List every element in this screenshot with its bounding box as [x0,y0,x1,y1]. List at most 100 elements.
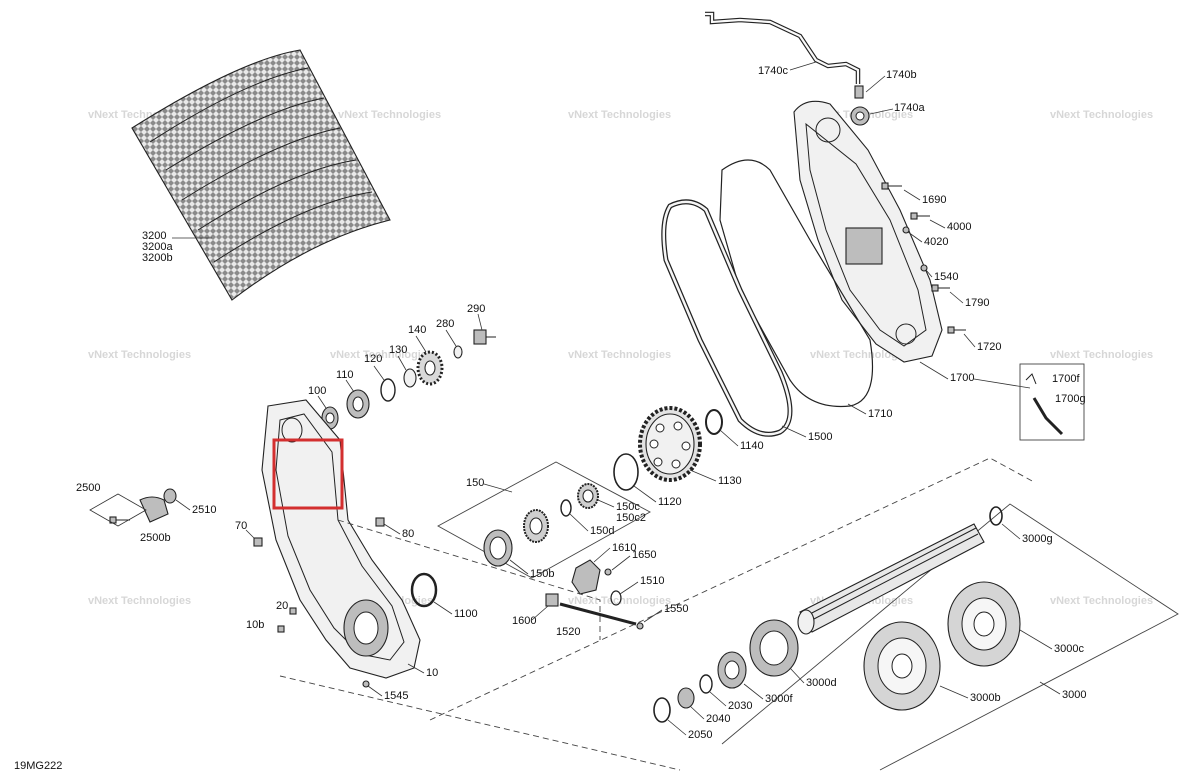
bearing-150b[interactable] [483,529,513,567]
bolt-4000[interactable] [910,212,930,220]
ring-2030[interactable] [699,674,713,694]
pin-1650[interactable] [604,568,612,576]
snap-ring-1140[interactable] [705,409,723,435]
label-150: 150 [466,477,484,489]
cage-150c[interactable] [577,483,599,509]
label-140: 140 [408,324,426,336]
label-3000b: 3000b [970,692,1001,704]
label-4020: 4020 [924,236,948,248]
breather-1740a[interactable] [850,106,870,126]
label-2050: 2050 [688,729,712,741]
watermark: vNext Technologies [810,349,913,361]
plug-1545[interactable] [362,680,370,688]
label-2500: 2500 [76,482,100,494]
nut-1550[interactable] [636,622,644,630]
leader-2030 [709,691,727,707]
label-70: 70 [235,520,247,532]
plug-2510[interactable] [163,488,177,504]
leader-110 [345,379,355,393]
bolt-1690[interactable] [881,182,902,190]
clip-1700f[interactable] [1025,373,1037,385]
label-1520: 1520 [556,626,580,638]
screw-20[interactable] [289,607,297,615]
sprocket-1130[interactable] [638,406,702,482]
nut-2040[interactable] [677,687,695,709]
ring-150d[interactable] [560,499,572,517]
bearing-110[interactable] [346,389,370,419]
snap-ring-1120[interactable] [613,453,639,491]
ring-120[interactable] [380,378,396,402]
leader-1545 [367,685,383,697]
leader-1140 [719,429,739,447]
label-1130: 1130 [718,475,742,487]
hose-1700g[interactable] [1032,397,1064,436]
leader-2050 [667,719,687,736]
label-1120: 1120 [658,496,682,508]
washer-280[interactable] [453,345,463,359]
chaincase-cover-1700[interactable] [793,100,943,363]
leader-150c [597,499,615,508]
label-3200: 3200 [142,230,166,242]
bolt-1720[interactable] [947,326,966,334]
seal-1100[interactable] [410,572,438,608]
plug-1540[interactable] [920,264,928,272]
track-3200[interactable] [131,49,391,301]
bracket-2500[interactable] [109,496,169,524]
spring-1510[interactable] [610,590,622,606]
dashed-line-lower [279,675,681,771]
bearing-3000f[interactable] [717,651,747,689]
bolt-1790[interactable] [931,284,950,292]
leader-2040 [689,705,705,720]
watermark: vNext Technologies [568,349,671,361]
chaincase-10[interactable] [261,399,421,679]
leader-3000g [1001,523,1021,540]
label-290: 290 [467,303,485,315]
label-130: 130 [389,344,407,356]
housing-3000d[interactable] [749,619,799,677]
label-1710: 1710 [868,408,892,420]
watermark: vNext Technologies [568,109,671,121]
bolt-70[interactable] [253,537,263,547]
sprocket-3000b[interactable] [863,621,941,711]
screw-10b[interactable] [277,625,285,633]
bolt-290[interactable] [473,329,496,345]
vent-hose-1740c[interactable] [705,11,861,84]
leader-1740a [869,108,894,115]
watermark: vNext Technologies [88,349,191,361]
rod-1520[interactable] [559,602,637,626]
block-1600[interactable] [545,593,559,607]
sprocket-3000c[interactable] [947,581,1021,667]
driveshaft[interactable] [797,523,985,635]
spacer-130[interactable] [403,368,417,388]
label-1100: 1100 [454,608,478,620]
needle-bearing[interactable] [523,509,549,543]
gear-140[interactable] [416,350,444,386]
leader-1540 [925,269,933,278]
leader-1690 [903,189,921,201]
leader-140 [415,335,427,353]
label-2030: 2030 [728,700,752,712]
seal-1710[interactable] [719,159,874,408]
leader-1120 [633,485,657,503]
leader-1100 [433,601,453,615]
leader-1720 [963,333,976,348]
leader-1650 [611,555,631,571]
washer-4020[interactable] [902,226,910,234]
label-1500: 1500 [808,431,832,443]
label-1700: 1700 [950,372,974,384]
label-1545: 1545 [384,690,408,702]
fitting-1740b[interactable] [854,85,864,99]
leader-150 [483,483,513,493]
snap-ring-2050[interactable] [653,697,671,723]
detail-box-1700 [1019,363,1085,441]
label-2500b: 2500b [140,532,171,544]
tensioner-1610[interactable] [571,559,601,595]
ring-3000g[interactable] [989,506,1003,526]
leader-2500-box [89,493,147,527]
leader-1610 [593,547,611,563]
leader-120 [373,365,385,381]
bolt-80[interactable] [375,517,385,527]
chain-1500[interactable] [661,199,793,437]
highlight-box [272,438,344,510]
